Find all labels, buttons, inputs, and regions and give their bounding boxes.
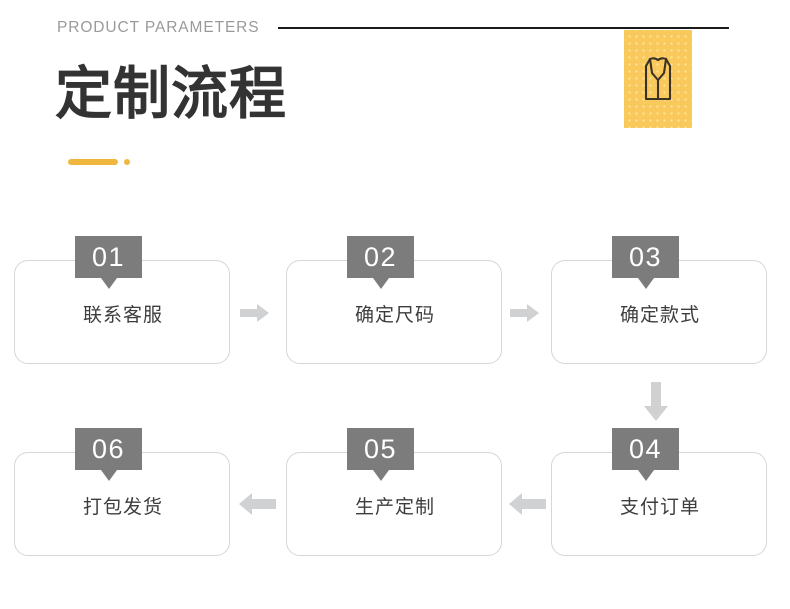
header-rule bbox=[278, 27, 729, 29]
step-number-badge: 02 bbox=[347, 236, 414, 289]
page-title: 定制流程 bbox=[55, 61, 287, 127]
flow-step-05[interactable]: 05 生产定制 bbox=[286, 428, 502, 556]
arrow-right-icon bbox=[240, 303, 270, 323]
step-number-badge: 04 bbox=[612, 428, 679, 481]
step-number-badge: 05 bbox=[347, 428, 414, 481]
accent-card bbox=[624, 30, 692, 128]
eyebrow-row: PRODUCT PARAMETERS bbox=[57, 18, 757, 42]
step-label: 生产定制 bbox=[354, 495, 435, 518]
arrow-left-icon bbox=[508, 492, 546, 516]
accent-dot bbox=[124, 159, 130, 165]
arrow-right-icon bbox=[510, 303, 540, 323]
arrow-down-icon bbox=[643, 382, 669, 422]
arrow-left-icon bbox=[238, 492, 276, 516]
step-number-badge: 01 bbox=[75, 236, 142, 289]
flow-step-06[interactable]: 06 打包发货 bbox=[14, 428, 230, 556]
page-header: PRODUCT PARAMETERS 定制流程 bbox=[0, 0, 790, 200]
step-number-badge: 06 bbox=[75, 428, 142, 481]
flow-step-04[interactable]: 04 支付订单 bbox=[551, 428, 767, 556]
eyebrow-label: PRODUCT PARAMETERS bbox=[57, 19, 260, 36]
flow-step-03[interactable]: 03 确定款式 bbox=[551, 236, 767, 364]
step-label: 打包发货 bbox=[82, 495, 163, 518]
step-number-badge: 03 bbox=[612, 236, 679, 289]
step-label: 支付订单 bbox=[619, 495, 700, 518]
step-label: 确定尺码 bbox=[354, 303, 435, 326]
step-label: 确定款式 bbox=[619, 303, 700, 326]
accent-underline bbox=[68, 159, 118, 165]
flow-step-01[interactable]: 01 联系客服 bbox=[14, 236, 230, 364]
blazer-shirt-icon bbox=[644, 57, 672, 101]
step-label: 联系客服 bbox=[82, 303, 163, 326]
flow-step-02[interactable]: 02 确定尺码 bbox=[286, 236, 502, 364]
